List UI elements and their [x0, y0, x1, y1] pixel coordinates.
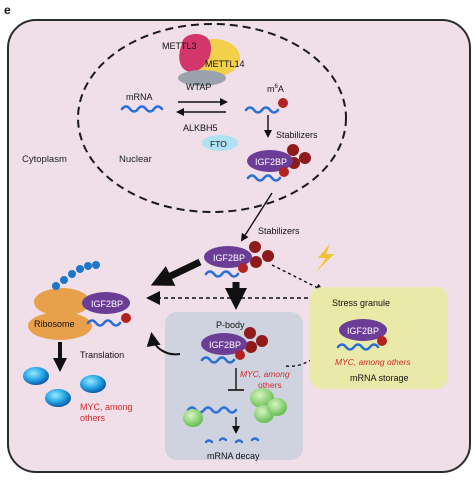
igf2bp-label-stress: IGF2BP: [347, 326, 379, 336]
igf2bp-complex-pbody: [200, 327, 268, 364]
translation-label: Translation: [80, 350, 124, 360]
mettl14-label: METTL14: [205, 59, 245, 69]
panel-label: e: [4, 3, 11, 17]
mrna-label: mRNA: [126, 92, 153, 102]
wtap-blob: [178, 70, 226, 86]
m6a-label: m6A: [267, 84, 284, 94]
protein-sphere: [23, 367, 49, 385]
mrna-strand-m6a: [244, 106, 280, 114]
pbody-label: P-body: [216, 320, 245, 330]
ribosome-complex: [28, 261, 131, 340]
mrna-fragments: [204, 437, 260, 444]
decay-machinery: [183, 388, 287, 427]
stress-granule-label: Stress granule: [332, 298, 390, 308]
mettl3-blob: [179, 33, 212, 72]
fto-blob: [202, 135, 238, 151]
igf2bp-complex-stress: [336, 319, 387, 351]
igf2bp-label-nuclear: IGF2BP: [255, 157, 287, 167]
writer-complex: [178, 33, 240, 86]
stabilizers-label-cyto: Stabilizers: [258, 226, 300, 236]
nuclear-label: Nuclear: [119, 154, 152, 165]
igf2bp-label-cyto: IGF2BP: [213, 253, 245, 263]
lightning-icon: [316, 244, 334, 272]
protein-sphere: [45, 389, 71, 407]
stress-myc-label: MYC, among others: [335, 357, 411, 367]
pbody-to-ribosome-arrow: [146, 332, 181, 356]
export-arrow: [240, 192, 273, 242]
alkbh5-label: ALKBH5: [183, 123, 218, 133]
m6a-dot: [278, 98, 288, 108]
pbody-myc-label: MYC, among: [240, 369, 290, 379]
pbody-others-label: others: [258, 380, 282, 390]
translation-route-arrow: [150, 258, 202, 286]
igf2bp-complex-nuclear: [246, 144, 311, 182]
mrna-decay-label: mRNA decay: [207, 451, 260, 461]
cytoplasm-label: Cytoplasm: [22, 154, 67, 165]
wtap-label: WTAP: [186, 82, 211, 92]
fto-label: FTO: [210, 139, 227, 149]
mrna-strand-nuclear: [120, 105, 164, 113]
mrna-storage-label: mRNA storage: [350, 373, 409, 383]
myc-others-label: others: [80, 413, 106, 423]
protein-sphere: [80, 375, 106, 393]
nucleus-boundary: [77, 23, 347, 213]
igf2bp-label-pbody: IGF2BP: [209, 340, 241, 350]
myc-among-label: MYC, among: [80, 402, 133, 412]
ribosome-label: Ribosome: [34, 319, 75, 329]
mettl3-label: METTL3: [162, 41, 197, 51]
igf2bp-complex-cyto: [204, 241, 274, 278]
igf2bp-label-ribosome: IGF2BP: [91, 299, 123, 309]
stabilizers-label-nuclear: Stabilizers: [276, 130, 318, 140]
